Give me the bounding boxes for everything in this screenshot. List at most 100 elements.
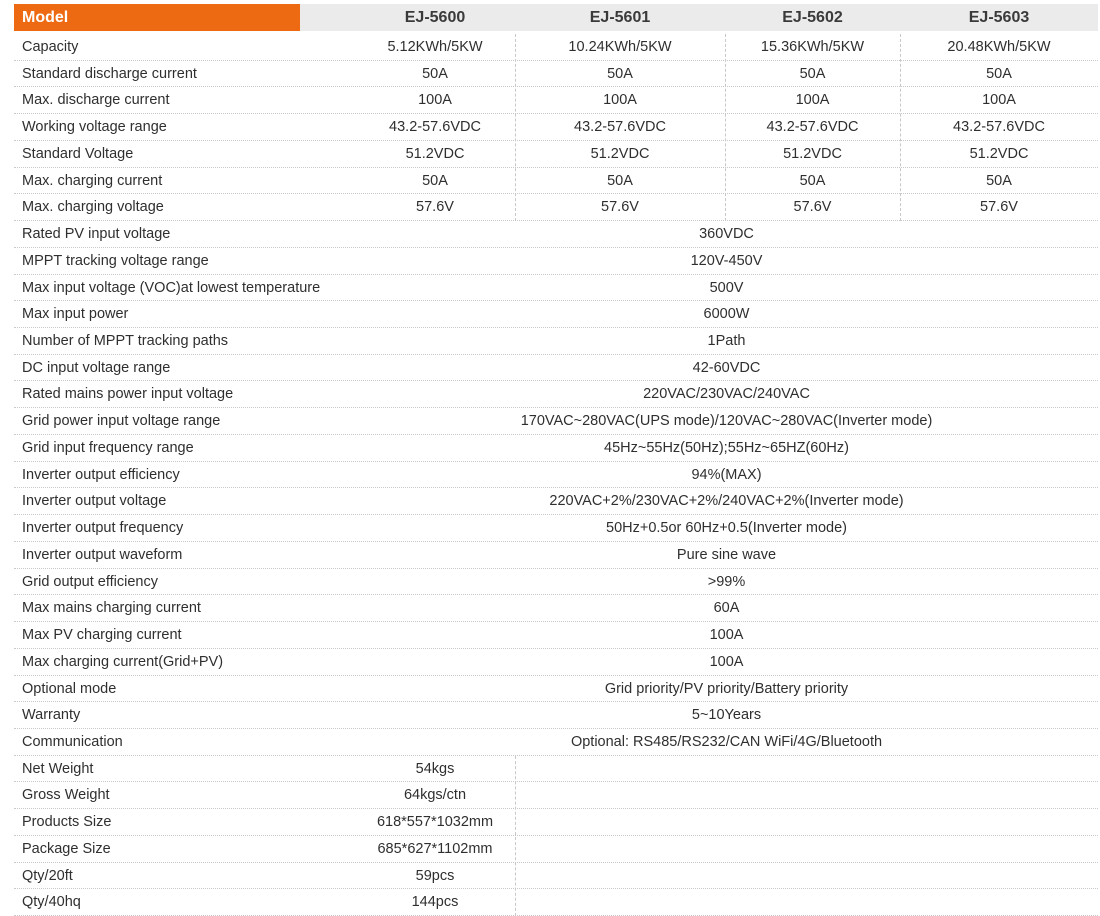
spec-value-merged: 1Path [707,333,746,350]
spec-value-cell: 51.2VDC [783,145,842,162]
model-header-label: Model [22,9,69,26]
model-header-band [300,4,1098,31]
spec-row-label: Standard Voltage [22,145,134,162]
spec-row: Warranty 5~10Years [14,702,1098,729]
spec-row: Inverter output voltage 220VAC+2%/230VAC+… [14,488,1098,516]
spec-value-merged: 220VAC/230VAC/240VAC [643,386,810,403]
spec-row-label: Max. charging voltage [22,199,164,216]
spec-value-cell: 57.6V [416,199,454,216]
spec-row-label: Warranty [22,707,81,724]
spec-row: Max mains charging current 60A [14,595,1098,623]
column-header-ej-5601: EJ-5601 [589,9,651,26]
column-header-ej-5600: EJ-5600 [404,9,466,26]
spec-value-cell: 50A [986,65,1012,82]
spec-row: Inverter output frequency 50Hz+0.5or 60Hz… [14,515,1098,542]
spec-value-cell: 15.36KWh/5KW [760,39,865,55]
spec-value-merged: 60A [713,600,740,617]
spec-row-label: Max charging current(Grid+PV) [22,653,224,670]
spec-value-cell: 51.2VDC [405,145,465,162]
spec-row-label: Max PV charging current [22,627,182,644]
spec-value-merged: >99% [707,573,746,590]
spec-row: Grid power input voltage range 170VAC~280… [14,408,1098,435]
spec-row: Rated PV input voltage 360VDC [14,221,1098,248]
spec-value-cell: 57.6V [793,199,832,216]
spec-value-cell: 10.24KWh/5KW [568,39,672,55]
spec-row-label: Qty/40hq [22,894,81,911]
spec-value-cell: 59pcs [415,867,455,884]
spec-value-merged: 94%(MAX) [691,466,762,483]
spec-value-cell: 50A [607,65,633,82]
spec-row: Standard Voltage 51.2VDC 51.2VDC 51.2VDC 51.… [14,141,1098,168]
spec-value-cell: 50A [422,65,448,82]
spec-row-label: Package Size [22,840,111,857]
spec-row: Package Size 685*627*1102mm [14,836,1098,863]
spec-row-label: DC input voltage range [22,359,171,376]
spec-value-merged: Pure sine wave [676,546,777,563]
spec-row-label: Inverter output voltage [22,493,167,510]
spec-row-label: Rated mains power input voltage [22,386,234,403]
spec-row: Max. charging voltage 57.6V 57.6V 57.6V 57.6… [14,194,1098,222]
spec-row: Number of MPPT tracking paths 1Path [14,328,1098,355]
spec-value-merged: 100A [709,653,744,670]
spec-row-label: Grid power input voltage range [22,413,221,430]
spec-value-cell: 43.2-57.6VDC [766,119,859,136]
spec-value-merged: 220VAC+2%/230VAC+2%/240VAC+2%(Inverter m… [549,493,904,510]
spec-row-label: Working voltage range [22,119,167,136]
column-divider [515,34,516,222]
spec-value-cell: 51.2VDC [969,145,1029,162]
spec-row-label: Grid output efficiency [22,573,158,590]
spec-value-cell: 685*627*1102mm [377,840,493,857]
spec-value-cell: 57.6V [601,199,639,216]
spec-value-cell: 144pcs [411,894,459,911]
spec-row: Max charging current(Grid+PV) 100A [14,649,1098,676]
spec-value-merged: Grid priority/PV priority/Battery priori… [604,680,849,697]
spec-value-cell: 618*557*1032mm [376,814,494,831]
spec-row: Working voltage range 43.2-57.6VDC 43.2-57… [14,114,1098,141]
spec-row-label: Max mains charging current [22,600,201,617]
spec-value-cell: 54kgs [415,760,455,777]
spec-row-label: Max. charging current [22,172,163,189]
spec-row: DC input voltage range 42-60VDC [14,355,1098,382]
spec-value-merged: 5~10Years [691,707,762,724]
spec-row: Rated mains power input voltage 220VAC/23… [14,381,1098,409]
spec-value-cell: 50A [607,172,633,189]
spec-value-merged: 170VAC~280VAC(UPS mode)/120VAC~280VAC(In… [520,413,933,430]
spec-value-cell: 64kgs/ctn [403,787,467,804]
spec-row-label: Max. discharge current [22,92,170,109]
model-header-cell: Model [14,4,300,31]
spec-value-cell: 50A [422,172,448,189]
spec-value-cell: 100A [795,92,830,109]
spec-value-merged: 42-60VDC [692,359,761,376]
spec-row-label: Gross Weight [22,787,110,804]
spec-value-cell: 100A [982,92,1016,109]
spec-row-label: Number of MPPT tracking paths [22,333,229,350]
spec-value-cell: 43.2-57.6VDC [574,119,666,136]
spec-value-cell: 5.12KWh/5KW [387,39,483,55]
spec-value-cell: 51.2VDC [590,145,650,162]
spec-value-merged: 50Hz+0.5or 60Hz+0.5(Inverter mode) [606,520,847,537]
column-divider [900,34,901,222]
spec-row-label: Inverter output frequency [22,520,184,537]
spec-value-merged: 6000W [703,306,750,323]
spec-row-label: Rated PV input voltage [22,226,171,243]
spec-value-cell: 57.6V [980,199,1018,216]
spec-row-label: Max input voltage (VOC)at lowest tempera… [22,279,321,296]
spec-row-label: Inverter output efficiency [22,466,180,483]
spec-row-label: Standard discharge current [22,65,197,82]
spec-row: Grid output efficiency >99% [14,569,1098,596]
spec-value-cell: 43.2-57.6VDC [389,119,481,136]
spec-value-cell: 20.48KWh/5KW [947,39,1051,55]
spec-value-merged: 360VDC [699,226,754,243]
column-divider [725,34,726,222]
spec-row: Max input voltage (VOC)at lowest tempera… [14,275,1098,302]
